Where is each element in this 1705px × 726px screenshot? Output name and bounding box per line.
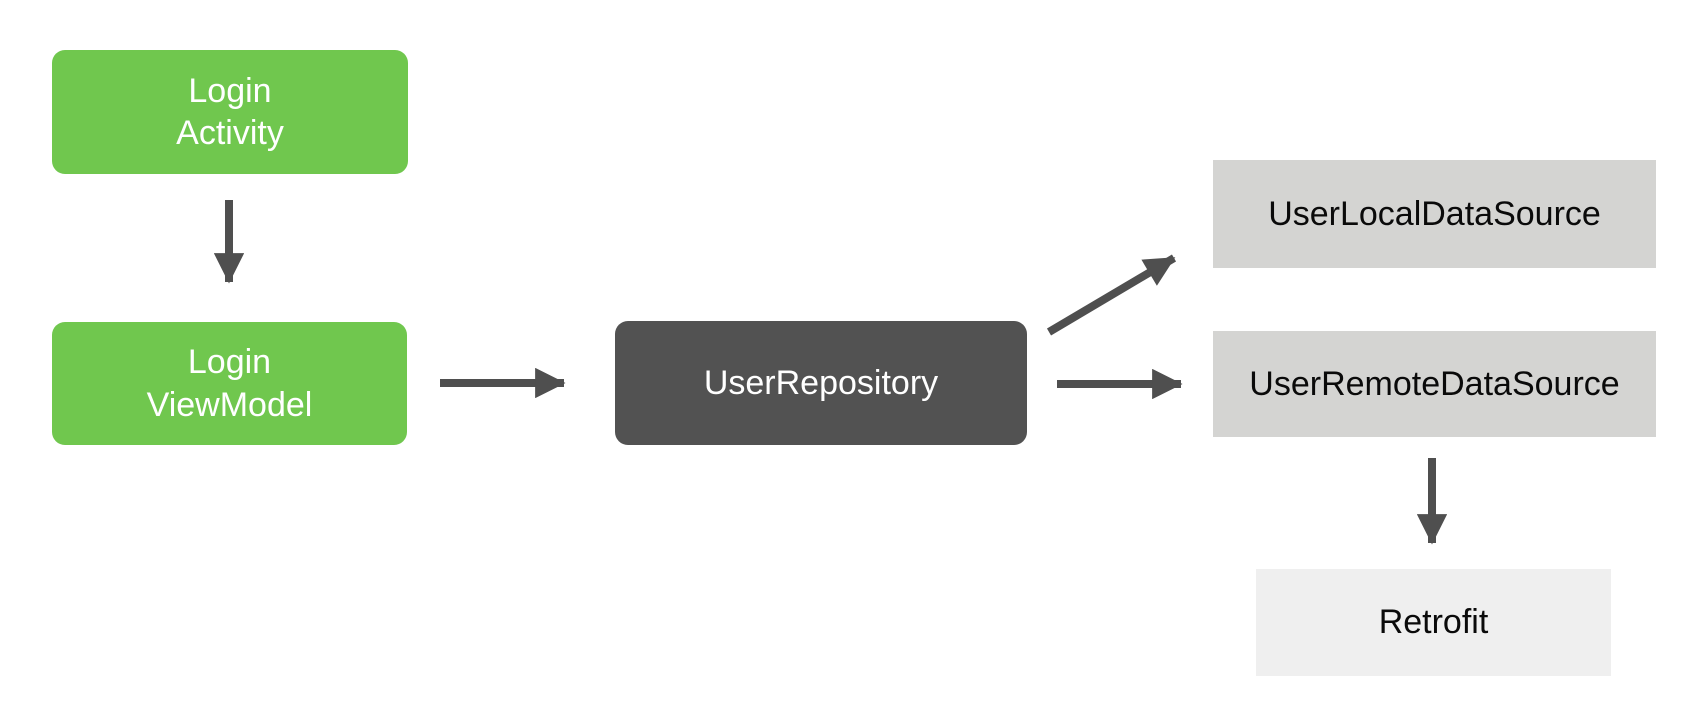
node-user-repository-label: UserRepository — [703, 363, 939, 402]
node-user-remote-data-source-label: UserRemoteDataSource — [1249, 364, 1620, 403]
node-user-remote-data-source: UserRemoteDataSource — [1213, 331, 1656, 437]
node-user-local-data-source-label: UserLocalDataSource — [1268, 194, 1601, 233]
node-user-repository: UserRepository — [615, 321, 1027, 445]
node-retrofit-label: Retrofit — [1378, 603, 1489, 642]
node-login-activity-label: Login Activity — [176, 71, 284, 152]
node-login-activity: Login Activity — [52, 50, 408, 174]
node-user-local-data-source: UserLocalDataSource — [1213, 160, 1656, 268]
node-retrofit: Retrofit — [1256, 569, 1611, 676]
arrow-repository-to-local-source — [1046, 254, 1177, 336]
node-login-viewmodel: Login ViewModel — [52, 322, 407, 445]
node-login-viewmodel-label: Login ViewModel — [146, 343, 313, 424]
